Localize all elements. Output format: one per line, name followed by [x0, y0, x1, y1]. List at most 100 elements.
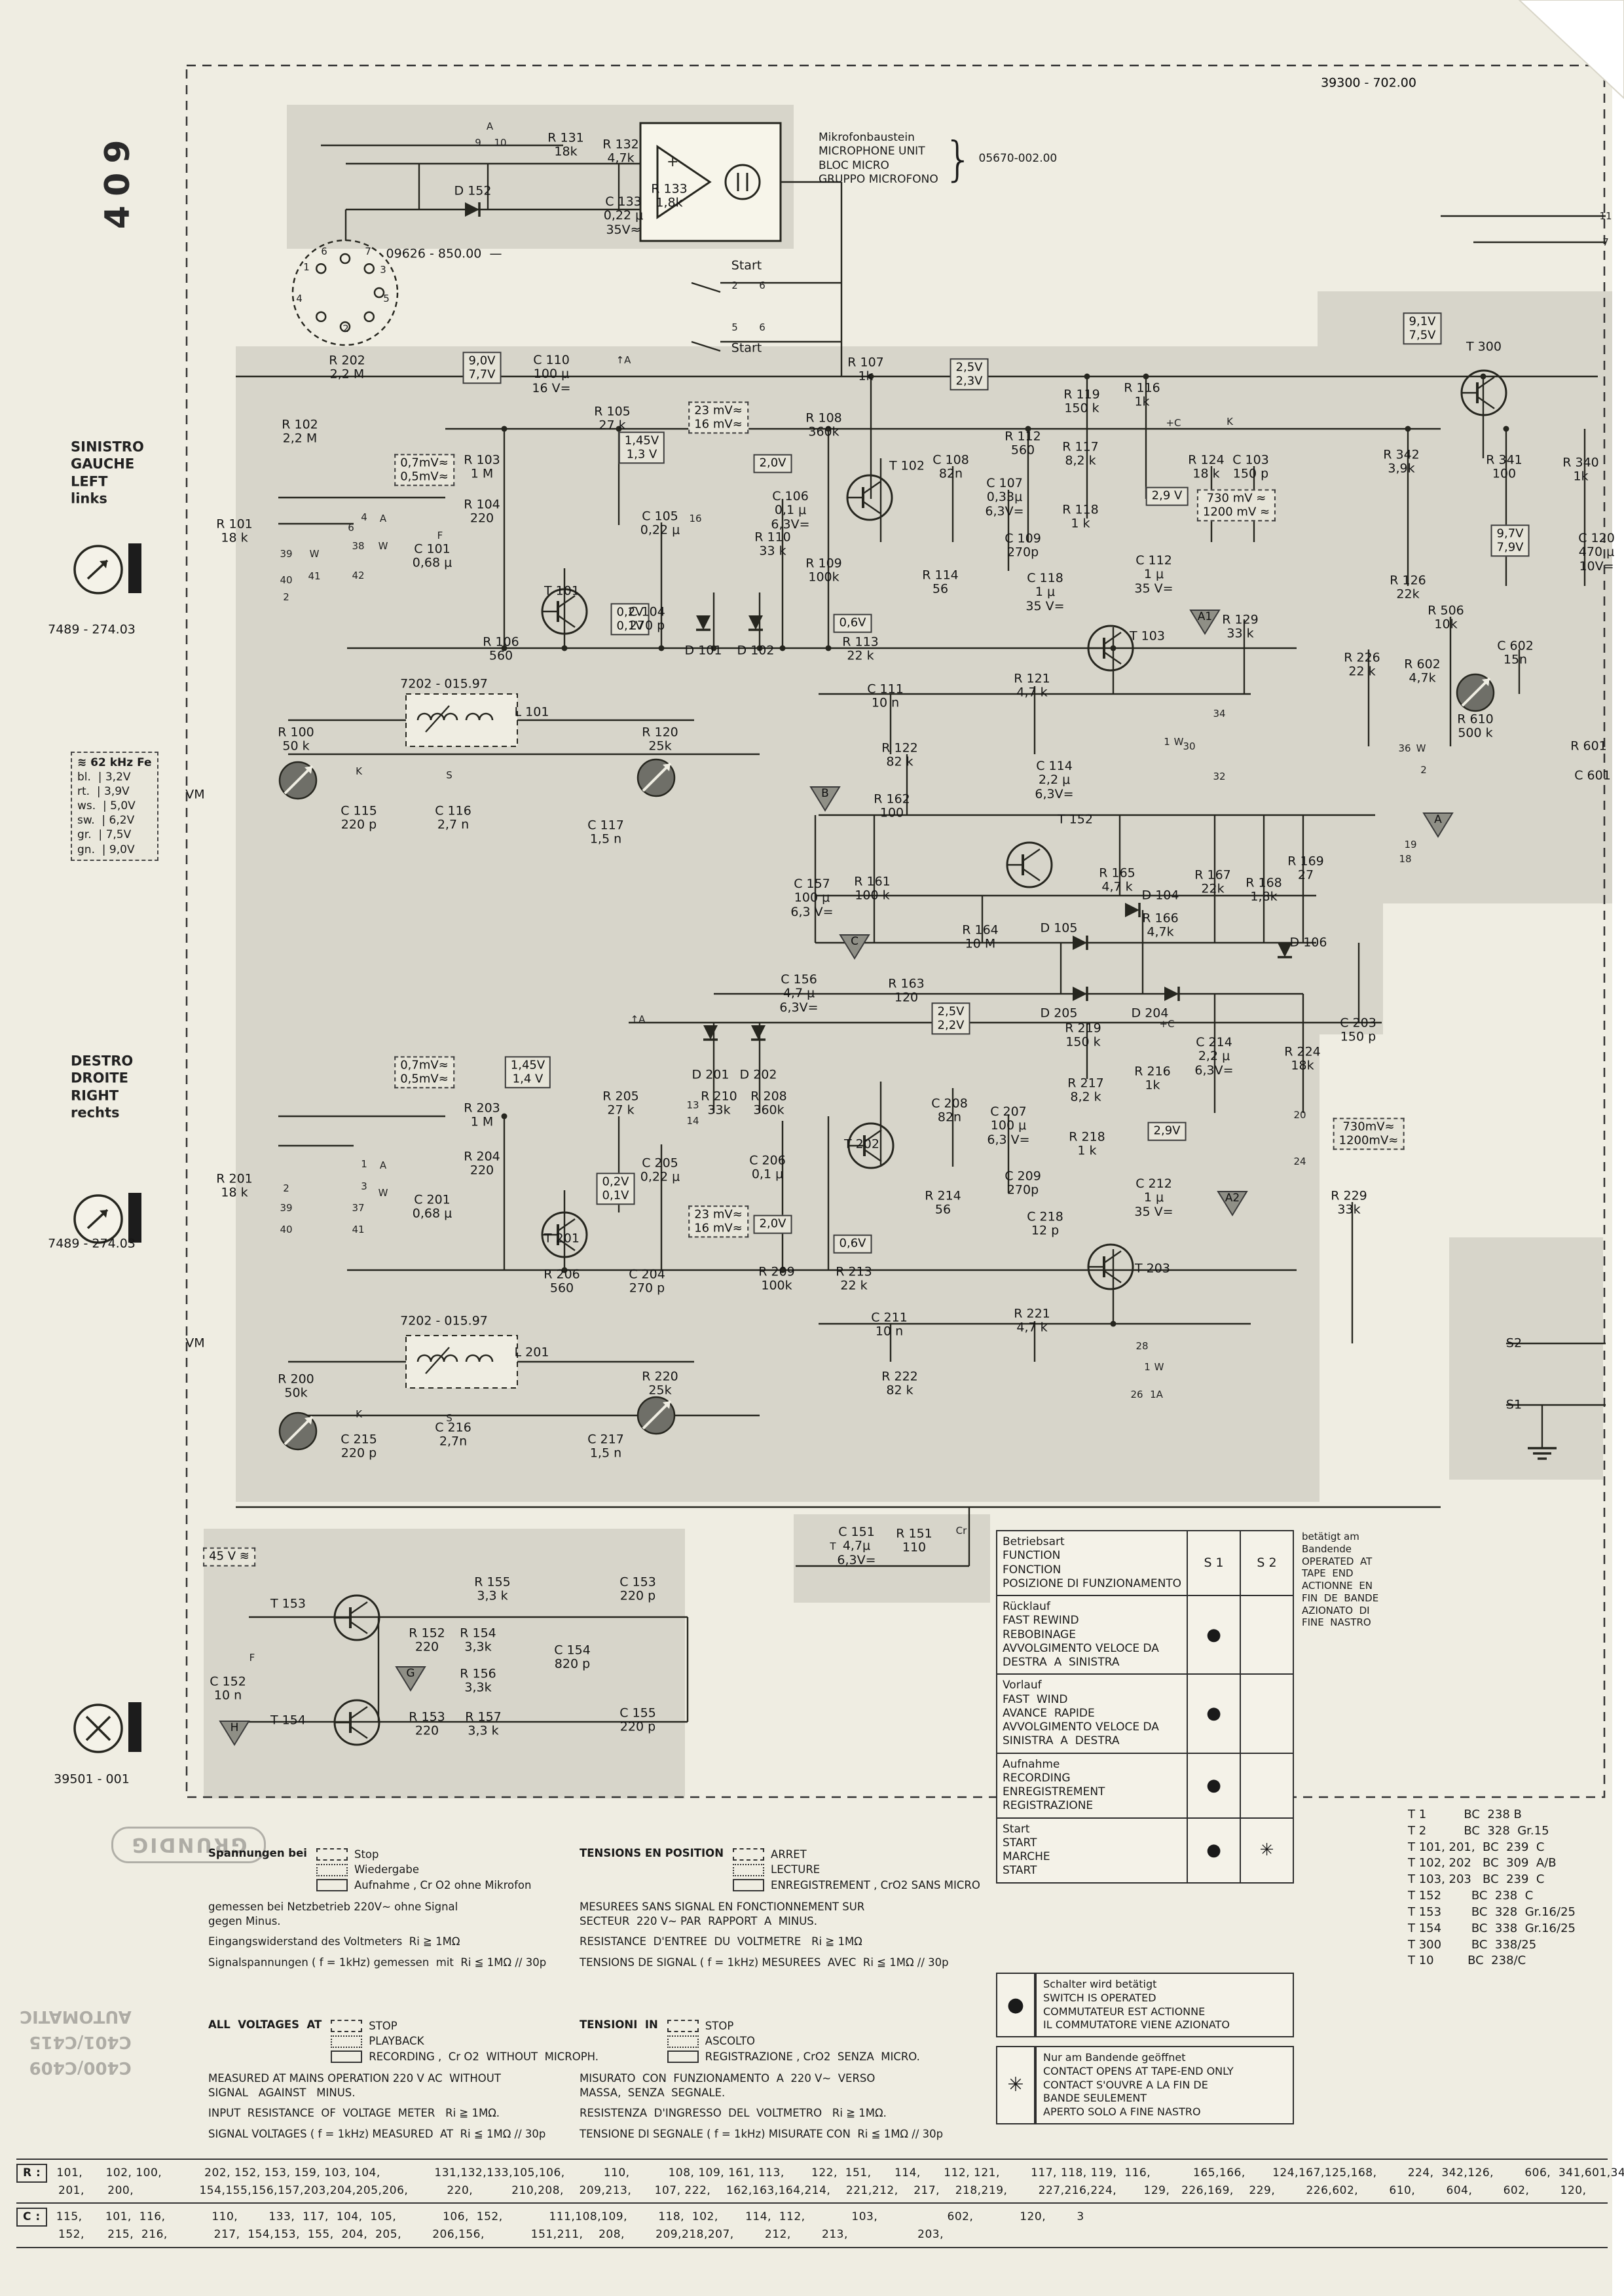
voltage-box: 2,9 V: [1145, 486, 1189, 506]
pin-label: F: [249, 1652, 255, 1664]
component-label: R 601: [1570, 738, 1607, 754]
legend-paragraph: TENSIONE DI SEGNALE ( f = 1kHz) MISURATE…: [580, 2127, 944, 2140]
pin-label: 9: [475, 137, 481, 149]
measurement-mode-swatch: [316, 1879, 348, 1892]
component-label: R 118 1 k: [1062, 502, 1099, 531]
junction-dot: [658, 645, 665, 651]
component-label: C 111 10 n: [867, 682, 904, 710]
index-row-line: 115, 101, 116, 110, 133, 117, 104, 105, …: [56, 2210, 1084, 2224]
transistor-symbol: [1087, 1243, 1134, 1290]
component-label: T 300: [1466, 339, 1502, 354]
transistor-symbol: [1087, 625, 1134, 672]
symbol-note: ✳Nur am Bandende geöffnet CONTACT OPENS …: [996, 2046, 1294, 2124]
pin-label: 1: [1164, 736, 1170, 748]
pin-label: 2: [283, 1182, 289, 1194]
panel-region: [236, 346, 1320, 1502]
symbol-note: ●Schalter wird betätigt SWITCH IS OPERAT…: [996, 1973, 1294, 2038]
swatch-label: STOP: [705, 2020, 734, 2032]
component-label: R 154 3,3k: [460, 1626, 496, 1654]
voltage-box: 45 V ≋: [203, 1547, 255, 1567]
measurement-mode-swatch: [331, 2020, 363, 2033]
component-label: C 151 4,7μ 6,3V=: [837, 1525, 876, 1567]
transistor-type-row: T 10 BC 238/C: [1408, 1954, 1526, 1968]
test-point-marker: G: [395, 1666, 426, 1692]
pin-label: 5: [383, 293, 390, 304]
voltage-box: 0,6V: [833, 613, 872, 633]
component-label: D 202: [739, 1067, 777, 1082]
component-label: C 105 0,22 μ: [640, 509, 680, 538]
svg-text:A1: A1: [1198, 610, 1212, 623]
svg-text:B: B: [821, 787, 829, 800]
test-point-marker: A1: [1189, 610, 1221, 635]
tape-head-symbol: [128, 1193, 141, 1243]
component-label: 7489 - 274.03: [48, 1236, 136, 1251]
pin-label: 40: [280, 574, 293, 586]
potentiometer-symbol: [637, 1396, 676, 1435]
component-label: R 109 100k: [805, 556, 842, 585]
junction-dot: [1110, 645, 1116, 651]
component-label: C 107 0,33μ 6,3V=: [985, 476, 1024, 519]
voltage-box: 1,45V 1,4 V: [504, 1056, 551, 1089]
component-label: D 205: [1040, 1006, 1078, 1021]
junction-dot: [756, 645, 763, 651]
panel-region: [204, 1529, 685, 1798]
pin-label: W: [1154, 1361, 1164, 1373]
pin-label: T: [830, 1540, 836, 1552]
component-label: C 103 150 p: [1232, 452, 1269, 481]
component-label: R 119 150 k: [1063, 387, 1100, 416]
component-label: R 120 25k: [642, 725, 678, 754]
component-label: R 155 3,3 k: [474, 1575, 511, 1603]
component-label: R 121 4,7 k: [1014, 671, 1050, 700]
voltage-box: 0,2V 0,1V: [610, 603, 650, 636]
test-point-marker: H: [219, 1721, 250, 1746]
component-label: C 115 220 p: [341, 803, 377, 832]
component-label: R 226 22 k: [1344, 650, 1380, 679]
component-label: R 216 1k: [1134, 1064, 1171, 1093]
component-label: C 203 150 p: [1340, 1015, 1376, 1044]
component-label: 7489 - 274.03: [48, 622, 136, 637]
swatch-label: ARRET: [771, 1848, 807, 1861]
junction-dot: [779, 1267, 786, 1273]
component-label: C 208 82n: [931, 1096, 968, 1125]
voltage-box: 0,6V: [833, 1234, 872, 1254]
component-label: T 101: [544, 583, 580, 598]
pin-label: 38: [352, 540, 365, 552]
component-label: R 114 56: [922, 568, 959, 596]
voltage-box: 730 mV ≈ 1200 mV ≈: [1196, 489, 1276, 522]
component-label: L 201: [514, 1345, 549, 1360]
swatch-label: STOP: [369, 2020, 397, 2032]
legend-paragraph: INPUT RESISTANCE OF VOLTAGE METER Ri ≧ 1…: [208, 2107, 500, 2120]
svg-text:C: C: [851, 935, 858, 948]
junction-dot: [779, 645, 786, 651]
measurement-mode-swatch: [667, 2050, 699, 2064]
switch-state-cell: ●: [1187, 1817, 1242, 1884]
pin-label: 18: [1399, 853, 1412, 865]
function-table: Betriebsart FUNCTION FONCTION POSIZIONE …: [995, 1530, 1294, 1884]
component-label: S2: [1505, 1336, 1522, 1351]
component-label: D 201: [692, 1067, 729, 1082]
voltage-box: 2,5V 2,2V: [931, 1002, 970, 1035]
component-label: R 113 22 k: [842, 634, 879, 663]
bias-table-row: ws. | 5,0V: [77, 799, 136, 813]
component-label: R 213 22 k: [836, 1264, 872, 1293]
pin-label: 28: [1135, 1340, 1149, 1352]
component-label: R 110 33 k: [754, 530, 791, 558]
pin-label: 14: [686, 1115, 699, 1127]
microphone-unit-label: Mikrofonbaustein MICROPHONE UNIT BLOC MI…: [819, 131, 1057, 187]
component-label: R 126 22k: [1390, 573, 1426, 602]
component-label: T 103: [1130, 629, 1165, 644]
swatch-label: PLAYBACK: [369, 2035, 424, 2048]
bias-table-row: bl. | 3,2V: [77, 771, 131, 784]
component-label: R 104 220: [464, 497, 500, 526]
index-row-line: 152, 215, 216, 217, 154,153, 155, 204, 2…: [58, 2227, 944, 2241]
pin-label: A: [486, 120, 494, 132]
component-label: C 110 100 μ 16 V=: [532, 353, 571, 395]
pin-label: 5: [731, 321, 738, 333]
component-label: C 112 1 μ 35 V=: [1134, 553, 1173, 596]
swatch-label: REGISTRAZIONE , CrO2 SENZA MICRO.: [705, 2050, 920, 2063]
voltage-box: 2,0V: [753, 454, 792, 473]
index-row-line: 201, 200, 154,155,156,157,203,204,205,20…: [58, 2183, 1587, 2197]
